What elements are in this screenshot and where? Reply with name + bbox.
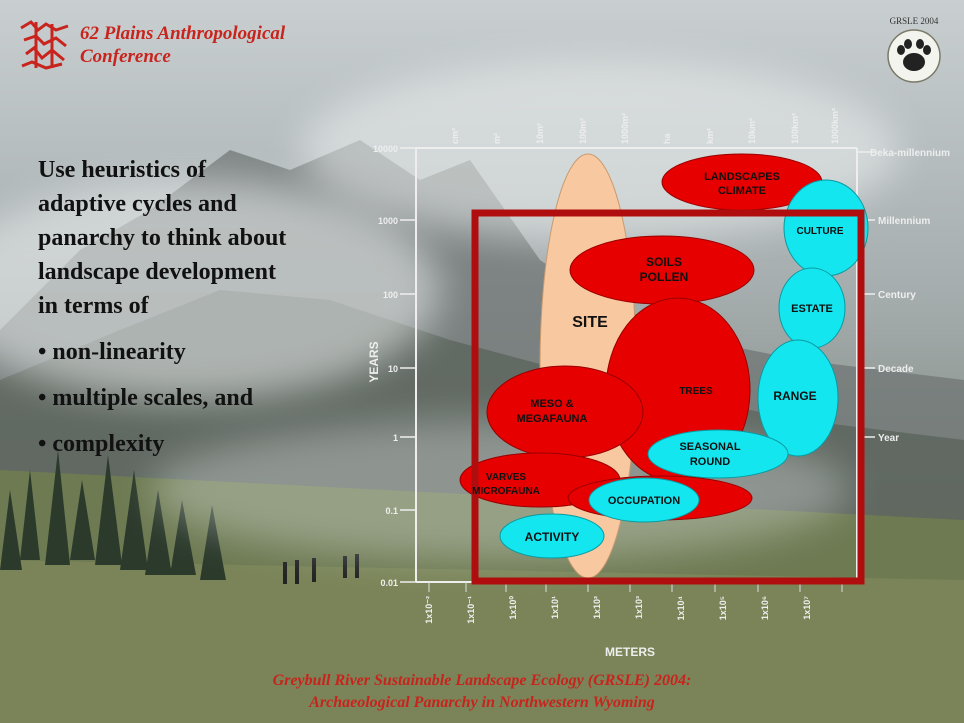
statement-line-4: landscape development: [38, 259, 277, 285]
main-statement: Use heuristics of adaptive cycles and pa…: [38, 153, 378, 461]
label-site: SITE: [572, 314, 608, 331]
label-estate: ESTATE: [791, 303, 833, 315]
bottom-tick-label: 1x10⁵: [718, 596, 728, 620]
y-tick-label: 0.1: [385, 506, 398, 516]
right-tick-label: Deka-millennium: [870, 148, 950, 159]
label-megafauna: MEGAFAUNA: [517, 413, 588, 425]
grsle-badge: GRSLE 2004: [882, 16, 946, 90]
label-range: RANGE: [773, 389, 816, 403]
label-microfauna: MICROFAUNA: [472, 486, 540, 497]
y-tick-label: 10: [388, 364, 398, 374]
panarchy-scale-diagram: 10000 1000 100 10 1 0.1 0.01 YEARS Deka-…: [367, 108, 950, 659]
conference-title-line2: Conference: [80, 46, 171, 67]
bottom-tick-label: 1x10⁰: [508, 596, 518, 620]
bottom-tick-label: 1x10⁷: [802, 596, 812, 620]
label-meso: MESO &: [530, 398, 573, 410]
top-tick-label: ha: [662, 133, 672, 144]
bottom-tick-label: 1x10²: [592, 596, 602, 619]
focus-frame: [471, 209, 865, 585]
right-tick-label: Decade: [878, 364, 914, 375]
bottom-tick-label: 1x10³: [634, 596, 644, 619]
bullet-complexity: • complexity: [38, 431, 165, 457]
statement-line-1: Use heuristics of: [38, 157, 206, 183]
bear-paw-icon: [887, 29, 941, 83]
statement-line-3: panarchy to think about: [38, 225, 287, 251]
label-soils: SOILS: [646, 255, 682, 269]
y-tick-label: 100: [383, 290, 398, 300]
bullet-non-linearity: • non-linearity: [38, 339, 186, 365]
label-occupation: OCCUPATION: [608, 495, 680, 507]
top-tick-label: 1000m²: [620, 113, 630, 144]
top-tick-label: 100m²: [578, 118, 588, 144]
y-tick-label: 1: [393, 433, 398, 443]
bottom-tick-label: 1x10⁴: [676, 596, 686, 620]
label-climate: CLIMATE: [718, 185, 766, 197]
top-tick-label: 1000km²: [830, 108, 840, 144]
pictograph-logo-icon: [20, 20, 69, 70]
top-tick-label: 10km²: [747, 118, 757, 144]
top-tick-label: cm²: [450, 128, 460, 144]
range-region: [757, 339, 839, 457]
label-seasonal: SEASONAL: [679, 441, 740, 453]
bottom-tick-label: 1x10⁻¹: [466, 596, 476, 624]
right-tick-label: Year: [878, 433, 899, 444]
statement-line-2: adaptive cycles and: [38, 191, 237, 217]
footer-line1: Greybull River Sustainable Landscape Eco…: [272, 672, 692, 689]
y-tick-label: 0.01: [380, 578, 398, 588]
label-varves: VARVES: [486, 472, 527, 483]
label-trees: TREES: [679, 386, 713, 397]
bottom-tick-label: 1x10⁻²: [424, 596, 434, 624]
top-tick-label: 100km²: [790, 113, 800, 144]
right-tick-label: Century: [878, 290, 916, 301]
statement-line-5: in terms of: [38, 293, 149, 319]
y-tick-label: 10000: [373, 144, 398, 154]
label-culture: CULTURE: [796, 226, 843, 237]
occupation-region: [588, 477, 700, 523]
y-axis-label: YEARS: [367, 341, 381, 382]
label-pollen: POLLEN: [640, 270, 689, 284]
top-tick-label: km²: [705, 128, 715, 144]
meso-megafauna-region: [486, 365, 644, 459]
bottom-tick-label: 1x10¹: [550, 596, 560, 619]
footer-line2: Archaeological Panarchy in Northwestern …: [309, 694, 655, 711]
seasonal-round-region: [647, 429, 789, 479]
label-activity: ACTIVITY: [525, 530, 580, 544]
activity-region: [499, 513, 605, 559]
mist-cloud: [0, 180, 440, 400]
top-tick-label: m²: [492, 133, 502, 144]
bullet-multiple-scales: • multiple scales, and: [38, 385, 254, 411]
y-tick-label: 1000: [378, 216, 398, 226]
label-round: ROUND: [690, 456, 730, 468]
top-tick-label: 10m²: [535, 123, 545, 144]
conference-title: 62 Plains Anthropological Conference: [80, 22, 285, 68]
conference-title-line1: 62 Plains Anthropological: [80, 23, 286, 44]
right-tick-label: Millennium: [878, 216, 930, 227]
bottom-tick-label: 1x10⁶: [760, 596, 770, 620]
label-landscapes: LANDSCAPES: [704, 171, 780, 183]
grsle-badge-text: GRSLE 2004: [889, 16, 939, 26]
x-axis-label: METERS: [605, 645, 655, 659]
